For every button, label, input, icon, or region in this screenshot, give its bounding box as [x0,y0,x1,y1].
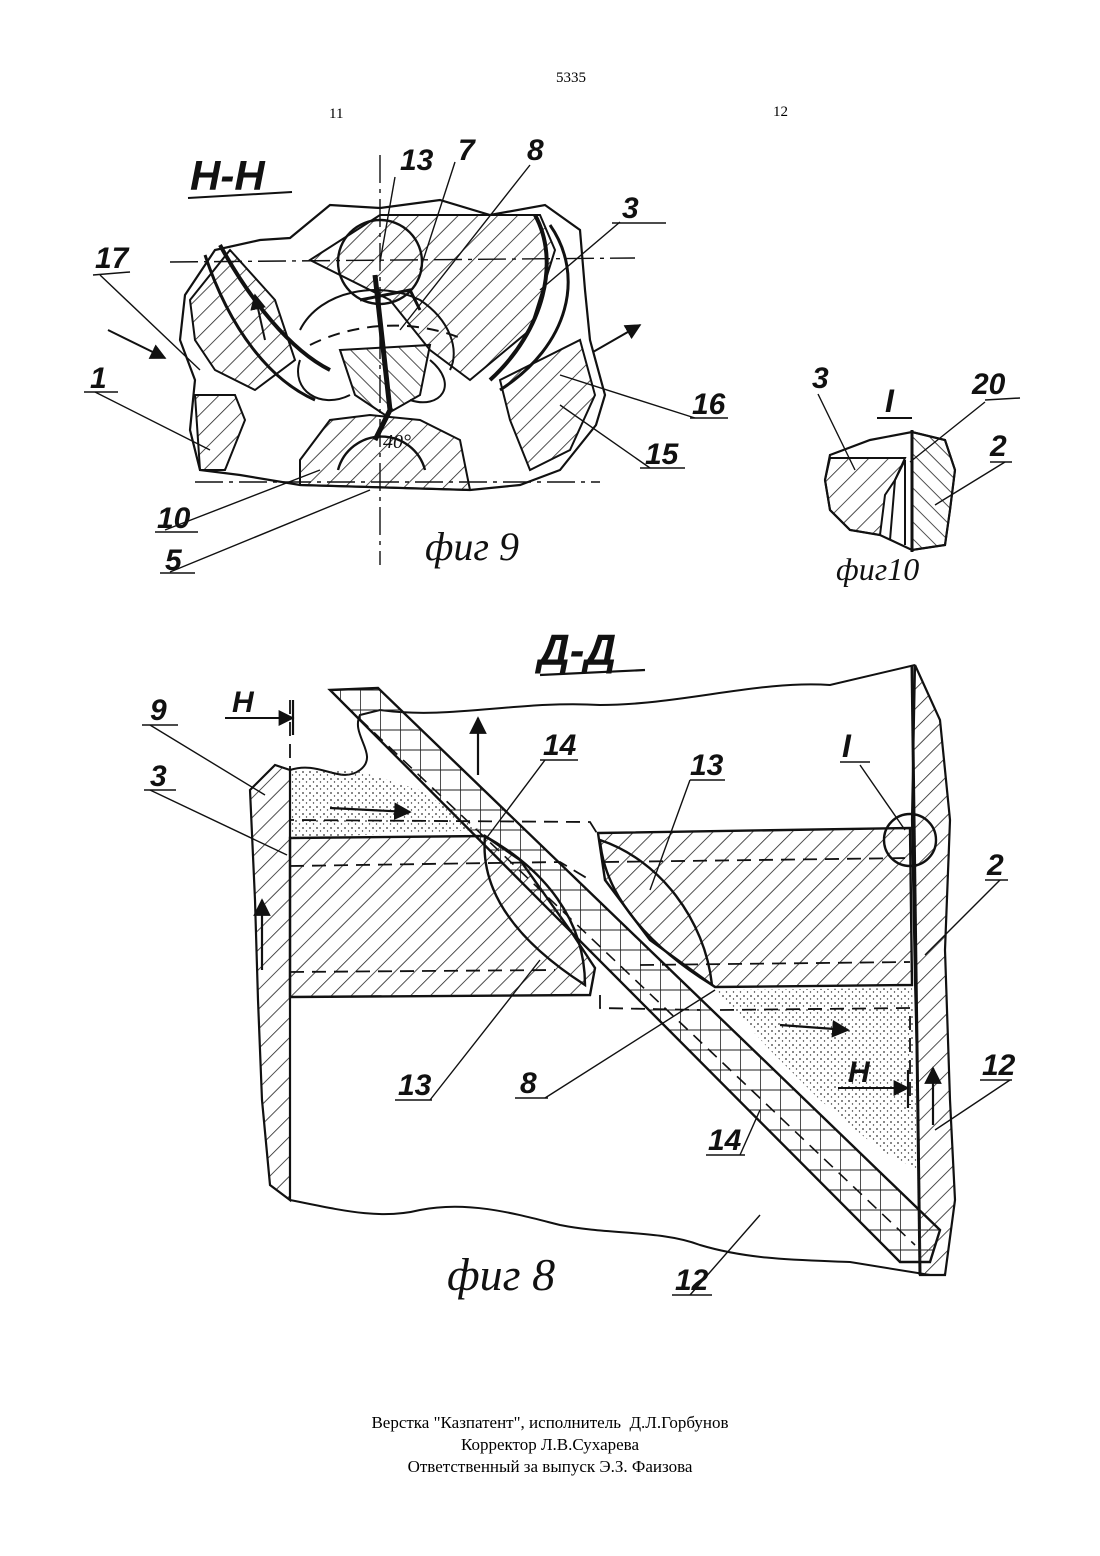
fig9-section-title: Н-Н [190,152,266,199]
fig8-section [142,665,1012,1295]
fig8-detail-marker: I [842,728,852,764]
fig8-callout-8: 8 [520,1067,537,1100]
fig9-hatched-lowleft [195,395,245,470]
fig9-callout-1: 1 [90,362,107,395]
fig8-callout-13-top: 13 [690,749,724,782]
footer-proofreader-credit: Корректор Л.В.Сухарева [0,1434,1100,1456]
fig9-angle-label: 40° [383,431,411,453]
footer-layout-credit: Верстка "Казпатент", исполнитель Д.Л.Гор… [0,1412,1100,1434]
fig10-detail [818,394,1020,552]
fig8-callout-12-bottom: 12 [675,1264,709,1297]
footer-responsible-credit: Ответственный за выпуск Э.З. Фаизова [0,1456,1100,1478]
fig9-callout-17: 17 [95,242,130,275]
fig8-left-wall [250,765,290,1200]
fig9-callout-10: 10 [157,502,191,535]
fig9-callout-3: 3 [622,192,639,225]
fig8-section-marker-left: Н [232,686,255,719]
fig8-callout-9: 9 [150,694,167,727]
fig10-callout-2: 2 [989,430,1007,463]
fig9-callout-5: 5 [165,544,183,577]
fig9-callout-16: 16 [692,388,726,421]
fig9-callout-15: 15 [645,438,680,471]
fig8-section-marker-right: Н [848,1056,871,1089]
fig9-hatched-left [190,250,295,390]
fig8-callout-3: 3 [150,760,167,793]
fig10-caption: фиг10 [836,551,919,587]
fig8-caption: фиг 8 [447,1249,555,1300]
fig8-callout-14-top: 14 [543,729,577,762]
fig8-section-title: Д-Д [534,626,616,675]
fig8-callout-2: 2 [986,849,1004,882]
fig10-detail-title: I [885,383,895,419]
fig8-callout-12-right: 12 [982,1049,1016,1082]
fig9-callout-13: 13 [400,144,434,177]
fig10-callout-3: 3 [812,362,829,395]
footer-credits: Верстка "Казпатент", исполнитель Д.Л.Гор… [0,1412,1100,1478]
fig8-callout-14-bottom: 14 [708,1124,742,1157]
fig9-caption: фиг 9 [425,524,519,569]
fig9-callout-7: 7 [458,134,476,167]
fig10-callout-20: 20 [971,368,1006,401]
fig9-callout-8: 8 [527,134,544,167]
fig9-hatched-right [500,340,595,470]
fig8-callout-13-bottom: 13 [398,1069,432,1102]
